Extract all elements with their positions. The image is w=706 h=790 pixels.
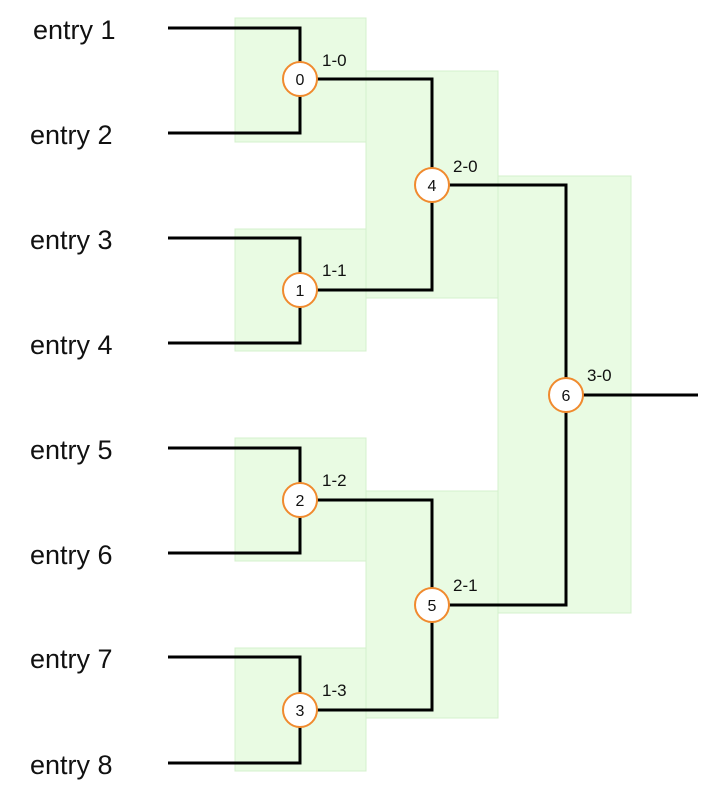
match-node-3[interactable]: 3 bbox=[282, 692, 318, 728]
match-node-1[interactable]: 1 bbox=[282, 272, 318, 308]
match-node-4[interactable]: 4 bbox=[414, 167, 450, 203]
line-match-1-out bbox=[300, 185, 434, 292]
entry-label: entry 2 bbox=[30, 120, 113, 150]
match-label: 3-0 bbox=[587, 366, 612, 385]
entry-label: entry 6 bbox=[30, 540, 113, 570]
match-node-2[interactable]: 2 bbox=[282, 482, 318, 518]
entry-label: entry 1 bbox=[33, 15, 116, 45]
match-node-number: 5 bbox=[428, 598, 437, 615]
match-label: 1-0 bbox=[322, 51, 347, 70]
match-node-number: 6 bbox=[562, 388, 571, 405]
match-node-number: 1 bbox=[296, 283, 305, 300]
bracket-lines bbox=[168, 26, 698, 765]
entry-label: entry 4 bbox=[30, 330, 113, 360]
match-node-0[interactable]: 0 bbox=[282, 61, 318, 97]
match-node-6[interactable]: 6 bbox=[548, 377, 584, 413]
match-label: 2-0 bbox=[453, 157, 478, 176]
entry-label: entry 5 bbox=[30, 435, 113, 465]
match-label: 1-1 bbox=[322, 261, 347, 280]
entry-label: entry 7 bbox=[30, 644, 113, 674]
match-node-number: 3 bbox=[296, 703, 305, 720]
line-match-3-out bbox=[300, 605, 434, 712]
entry-label: entry 3 bbox=[30, 225, 113, 255]
line-match-4-out bbox=[432, 183, 568, 395]
line-match-2-out bbox=[300, 498, 434, 605]
line-match-0-out bbox=[300, 77, 434, 185]
match-label: 1-2 bbox=[322, 471, 347, 490]
entry-label: entry 8 bbox=[30, 750, 113, 780]
match-node-number: 4 bbox=[428, 178, 437, 195]
match-node-number: 2 bbox=[296, 493, 305, 510]
match-label: 2-1 bbox=[453, 576, 478, 595]
line-match-5-out bbox=[432, 395, 568, 607]
match-node-number: 0 bbox=[296, 72, 305, 89]
match-label: 1-3 bbox=[322, 681, 347, 700]
match-node-5[interactable]: 5 bbox=[414, 587, 450, 623]
